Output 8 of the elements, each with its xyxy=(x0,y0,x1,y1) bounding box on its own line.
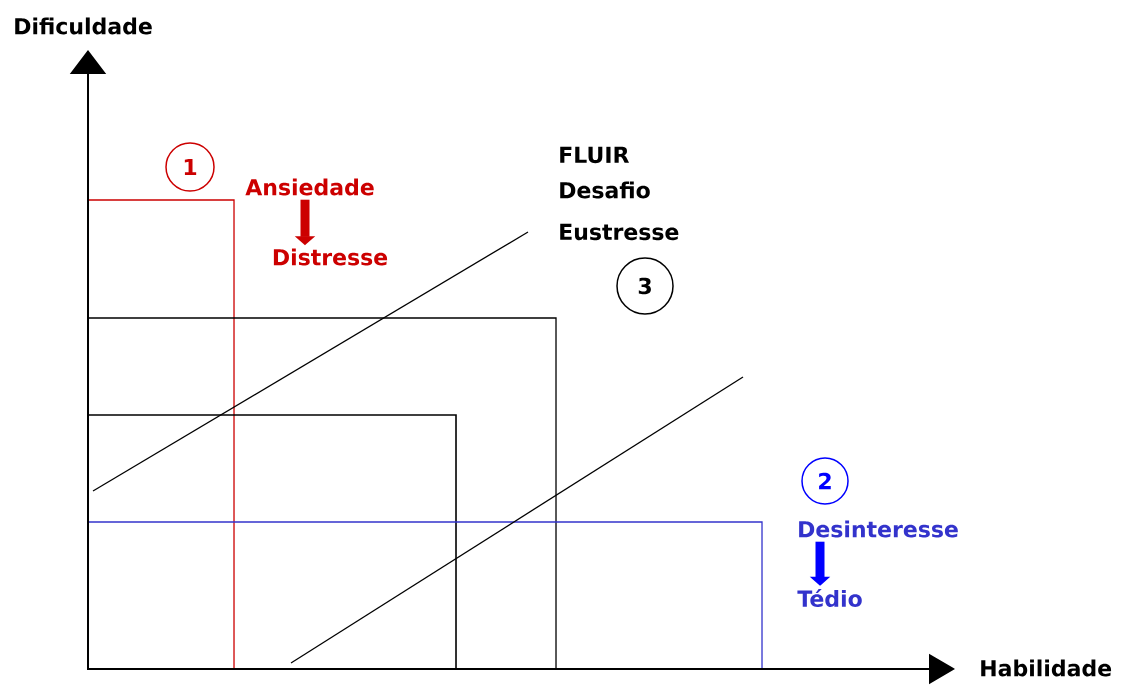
zone-label: Desafio xyxy=(560,181,650,199)
axis-label: Dificuldade xyxy=(15,17,152,35)
state-label: Ansiedade xyxy=(245,178,374,196)
state-label: Distresse xyxy=(273,248,388,266)
axis-label: Habilidade xyxy=(981,659,1112,677)
zone-label: FLUIR xyxy=(560,146,629,164)
state-label: Desinteresse xyxy=(799,520,958,538)
state-label: Tédio xyxy=(797,589,862,607)
